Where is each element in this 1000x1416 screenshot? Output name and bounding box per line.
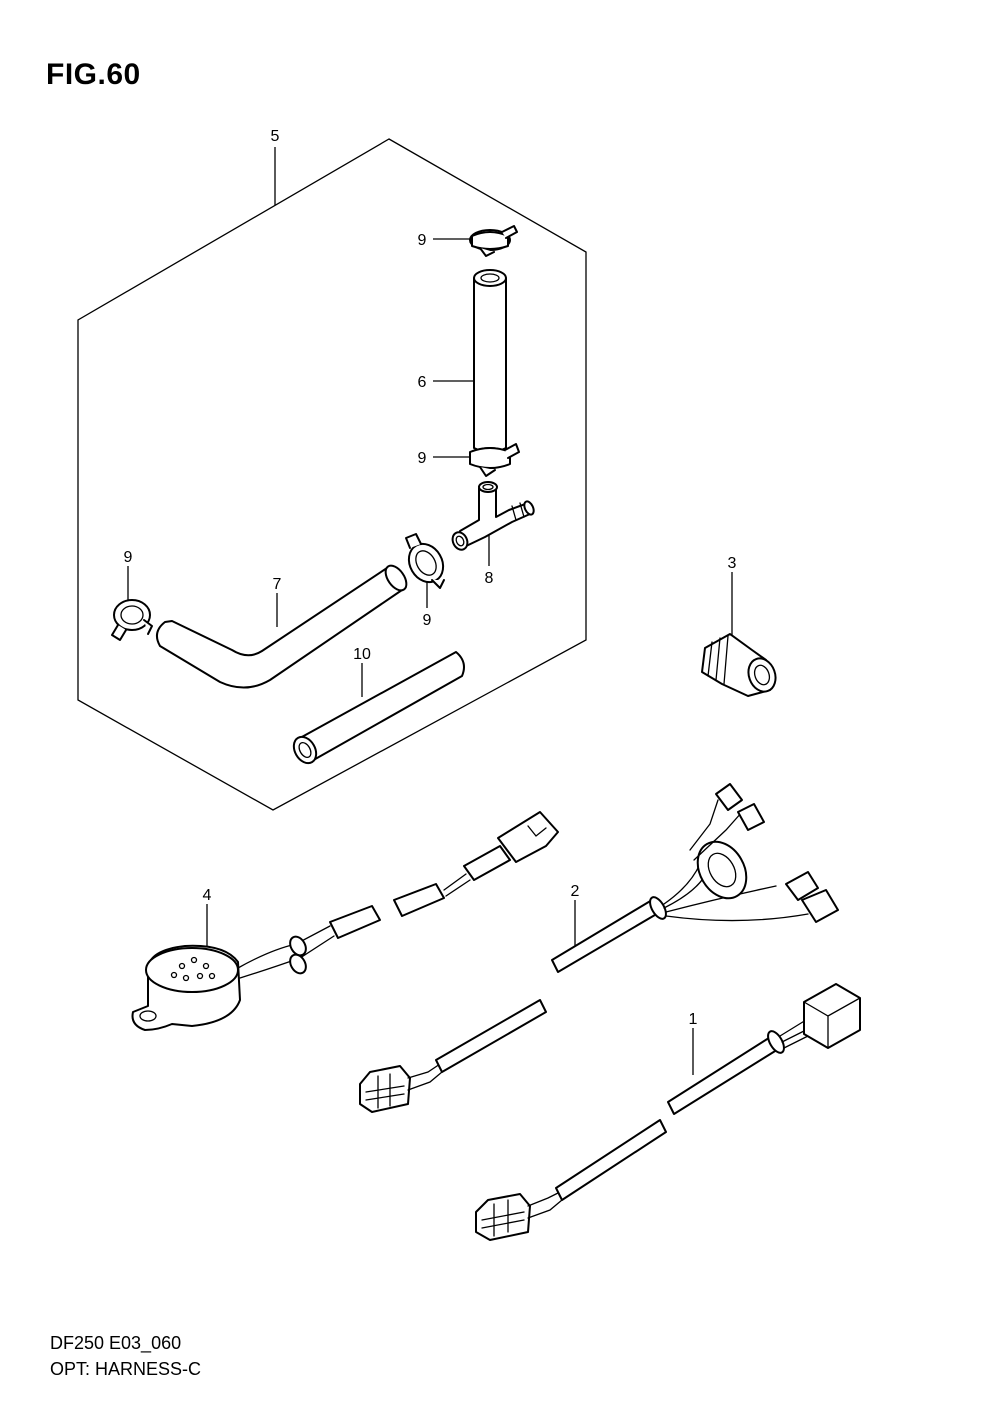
straight-hose-part-10 bbox=[292, 651, 465, 765]
hose-clip-left bbox=[111, 599, 153, 641]
callout-9-right: 9 bbox=[423, 612, 432, 629]
callout-8: 8 bbox=[485, 570, 494, 587]
callout-9-top: 9 bbox=[418, 232, 427, 249]
figure-caption: OPT: HARNESS-C bbox=[50, 1359, 202, 1379]
hose-clip-right bbox=[405, 533, 445, 589]
harness-part-2 bbox=[359, 783, 839, 1113]
callout-labels: 5 9 6 9 8 9 9 7 10 3 4 2 1 bbox=[124, 128, 737, 1028]
callout-7: 7 bbox=[273, 576, 282, 593]
callout-9-left: 9 bbox=[124, 549, 133, 566]
figure-title: FIG.60 bbox=[46, 58, 141, 91]
bent-hose-part-7 bbox=[155, 564, 408, 689]
callout-2: 2 bbox=[571, 883, 580, 900]
callout-9-mid: 9 bbox=[418, 450, 427, 467]
callout-6: 6 bbox=[418, 374, 427, 391]
model-code: DF250 E03_060 bbox=[50, 1333, 182, 1353]
sensor-harness-part-4 bbox=[131, 811, 559, 1031]
callout-5: 5 bbox=[271, 128, 280, 145]
hose-clip-middle bbox=[469, 443, 520, 477]
fitting-part-3 bbox=[701, 633, 777, 697]
kit-outline bbox=[77, 138, 587, 811]
t-joint-part-8 bbox=[451, 481, 535, 551]
hose-clip-top bbox=[469, 225, 518, 257]
figure-footer: DF250 E03_060 OPT: HARNESS-C bbox=[50, 1330, 201, 1382]
harness-part-1 bbox=[475, 983, 861, 1241]
callout-10: 10 bbox=[353, 646, 371, 663]
callout-1: 1 bbox=[689, 1011, 698, 1028]
hose-part-6 bbox=[473, 269, 507, 453]
callout-4: 4 bbox=[203, 887, 212, 904]
callout-3: 3 bbox=[728, 555, 737, 572]
